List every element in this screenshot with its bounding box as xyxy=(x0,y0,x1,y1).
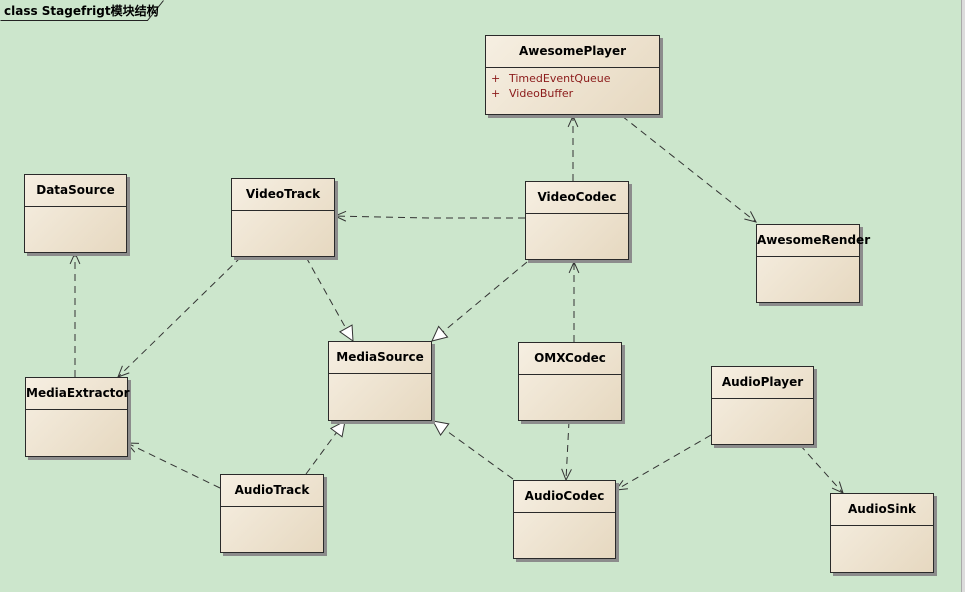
class-name: AudioSink xyxy=(831,494,933,526)
dependency-arrowhead xyxy=(69,251,81,265)
dependency-arrowhead xyxy=(744,211,757,223)
relation-audiocodec-to-mediasource[interactable] xyxy=(432,420,514,480)
class-name: AudioPlayer xyxy=(712,367,813,399)
frame-tab-outline xyxy=(0,0,164,21)
class-awesomerender[interactable]: AwesomeRender xyxy=(756,224,870,303)
class-name: AwesomePlayer xyxy=(486,36,659,68)
class-videotrack[interactable]: VideoTrack xyxy=(231,178,335,257)
diagram-title: class Stagefrigt模块结构 xyxy=(4,4,159,18)
class-audiocodec[interactable]: AudioCodec xyxy=(513,480,616,559)
attribute[interactable]: +TimedEventQueue xyxy=(491,72,611,85)
realization-arrowhead xyxy=(338,324,354,343)
dependency-arrowhead xyxy=(568,260,580,274)
class-name: VideoTrack xyxy=(232,179,334,211)
realization-arrowhead xyxy=(329,420,346,438)
relation-videocodec-to-mediasource[interactable] xyxy=(431,261,528,342)
class-name: OMXCodec xyxy=(519,343,621,375)
dependency-arrowhead xyxy=(831,481,844,494)
relation-omxcodec-to-audiocodec[interactable] xyxy=(565,420,570,481)
dependency-arrowhead xyxy=(333,210,347,222)
relation-audiotrack-to-mediaextractor[interactable] xyxy=(126,442,221,489)
class-name: DataSource xyxy=(25,175,126,207)
class-name: AudioTrack xyxy=(221,475,323,507)
relation-audioplayer-to-audiosink[interactable] xyxy=(799,444,844,494)
class-name: AudioCodec xyxy=(514,481,615,513)
vertical-scrollbar-edge[interactable] xyxy=(961,0,965,592)
class-videocodec[interactable]: VideoCodec xyxy=(525,181,629,260)
relation-videotrack-to-mediaextractor[interactable] xyxy=(117,256,242,378)
class-audiotrack[interactable]: AudioTrack xyxy=(220,474,324,553)
class-audioplayer[interactable]: AudioPlayer xyxy=(711,366,814,445)
relation-audioplayer-to-audiocodec[interactable] xyxy=(615,434,712,491)
class-name: MediaExtractor xyxy=(26,378,130,410)
class-name: AwesomeRender xyxy=(757,225,870,257)
realization-arrowhead xyxy=(432,420,450,437)
realization-arrowhead xyxy=(431,325,449,342)
class-mediaextractor[interactable]: MediaExtractor xyxy=(25,377,130,457)
class-awesomeplayer[interactable]: AwesomePlayer +TimedEventQueue +VideoBuf… xyxy=(485,35,660,115)
dependency-arrowhead xyxy=(125,442,140,453)
dependency-arrowhead xyxy=(561,468,572,482)
class-omxcodec[interactable]: OMXCodec xyxy=(518,342,622,421)
class-datasource[interactable]: DataSource xyxy=(24,174,127,253)
class-name: VideoCodec xyxy=(526,182,628,214)
relation-awesomeplayer-to-awesomerender[interactable] xyxy=(621,115,757,223)
dependency-arrowhead xyxy=(614,479,628,491)
attribute[interactable]: +VideoBuffer xyxy=(491,87,574,100)
class-mediasource[interactable]: MediaSource xyxy=(328,341,432,421)
relation-videocodec-to-videotrack[interactable] xyxy=(334,215,525,219)
class-name: MediaSource xyxy=(329,342,431,374)
attributes-compartment: +TimedEventQueue +VideoBuffer xyxy=(486,68,659,104)
relation-audiotrack-to-mediasource[interactable] xyxy=(305,420,346,475)
relation-videotrack-to-mediasource[interactable] xyxy=(305,256,354,342)
dependency-arrowhead xyxy=(567,114,579,128)
class-audiosink[interactable]: AudioSink xyxy=(830,493,934,573)
dependency-arrowhead xyxy=(117,365,130,378)
